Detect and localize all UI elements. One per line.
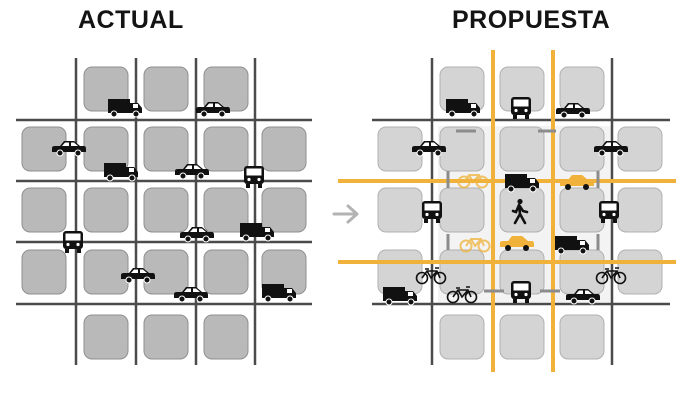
superblock-axes: [338, 50, 676, 372]
title-actual: ACTUAL: [78, 6, 184, 34]
actual-blocks: [21, 66, 307, 360]
bicycle-icon: [457, 174, 489, 189]
car-icon: [500, 236, 534, 251]
truck-icon: [103, 162, 139, 182]
bus-icon: [63, 231, 83, 253]
bus-icon: [511, 97, 531, 119]
bicycle-icon: [459, 238, 491, 253]
actual-diagram: [16, 58, 312, 365]
pedestrian-links: [446, 129, 600, 293]
arrow-right-icon: [332, 204, 359, 224]
title-propuesta: PROPUESTA: [452, 6, 611, 34]
car-icon: [560, 175, 594, 190]
slow-mode-highlights: [457, 174, 594, 253]
propuesta-diagram: [338, 50, 676, 372]
